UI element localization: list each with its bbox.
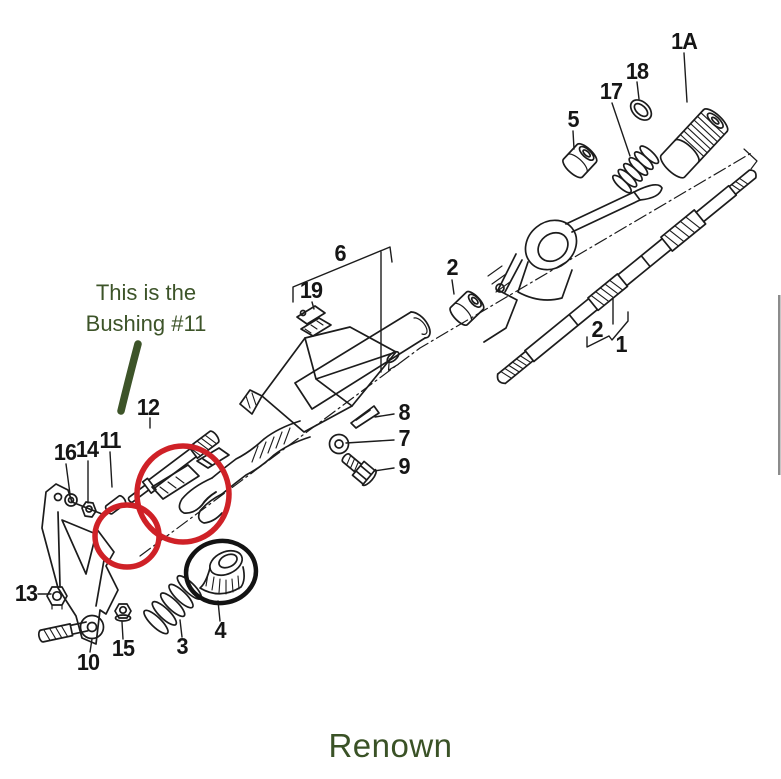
- annotation-line-2: Bushing #11: [85, 311, 207, 336]
- annotation-line-1: This is the: [95, 280, 197, 305]
- column-tube: [294, 311, 431, 410]
- nut-14: [81, 501, 97, 518]
- nut-15: [114, 603, 132, 622]
- switch-housing: [483, 183, 663, 343]
- bolt-9: [341, 453, 377, 487]
- bushing-4: [199, 549, 245, 595]
- wedge-8: [350, 405, 380, 429]
- red-highlight-circle-small: [92, 502, 162, 570]
- bolt-10: [37, 621, 89, 643]
- centerline: [139, 148, 758, 557]
- spring-3: [143, 574, 203, 635]
- o-ring-18: [629, 99, 653, 121]
- annotation-text: This is the Bushing #11: [56, 277, 236, 339]
- washer-16: [64, 493, 78, 507]
- clamp-19: [296, 305, 332, 337]
- red-highlight-circle-large: [134, 443, 232, 545]
- nut-13: [46, 586, 68, 610]
- black-highlight-ellipse: [183, 538, 259, 606]
- brand-text: Renown: [328, 727, 453, 764]
- bushing-5: [562, 142, 598, 179]
- leader-lines: [37, 52, 688, 653]
- bolt-12: [127, 430, 220, 504]
- bushing-2: [449, 290, 485, 326]
- coupler-1a: [659, 108, 729, 179]
- green-annotation-pointer: [117, 340, 142, 415]
- bracket-6: [239, 326, 397, 433]
- spring-17: [611, 145, 660, 194]
- washer-7: [328, 433, 350, 455]
- scrollbar-thumb[interactable]: [778, 295, 781, 475]
- steering-shaft: [496, 169, 757, 385]
- mount-bracket: [41, 483, 119, 645]
